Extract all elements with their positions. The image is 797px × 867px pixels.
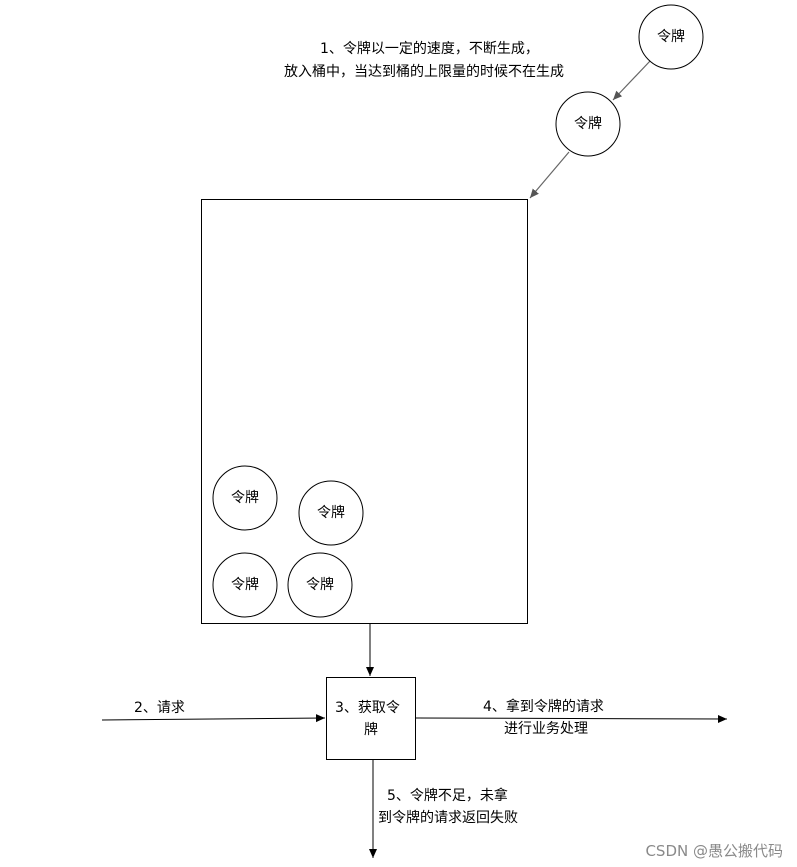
- token-source: 令牌: [638, 4, 704, 70]
- token-bucket: [201, 199, 528, 624]
- token-falling-label: 令牌: [574, 115, 602, 132]
- arrow-success-out: [415, 714, 728, 723]
- annotation-request: 2、请求: [134, 700, 185, 716]
- bucket-token-1: 令牌: [212, 465, 278, 531]
- token-source-circle: [638, 4, 704, 70]
- arrow-request-in: [101, 714, 326, 723]
- annotation-generate-line1: 1、令牌以一定的速度，不断生成，: [320, 41, 539, 57]
- watermark-text: CSDN @愚公搬代码: [645, 842, 783, 860]
- arrow-falling-token-to-bucket: [529, 151, 570, 199]
- annotation-fail-line2: 到令牌的请求返回失败: [378, 810, 518, 826]
- bucket-token-2: 令牌: [298, 480, 364, 546]
- token-falling-circle: [555, 91, 621, 157]
- bucket-token-4: 令牌: [287, 552, 353, 618]
- bucket-token-circle: [287, 552, 353, 618]
- acquire-token-box: [326, 677, 416, 760]
- arrow-source-to-falling-token: [612, 59, 652, 101]
- annotation-success-line1: 4、拿到令牌的请求: [483, 699, 604, 715]
- bucket-token-label: 令牌: [317, 504, 345, 521]
- bucket-token-label: 令牌: [231, 576, 259, 593]
- token-falling: 令牌: [555, 91, 621, 157]
- acquire-token-label-line2: 牌: [364, 722, 378, 738]
- bucket-token-3: 令牌: [212, 552, 278, 618]
- bucket-token-circle: [298, 480, 364, 546]
- acquire-token-label-line1: 3、获取令: [335, 700, 400, 716]
- annotation-success-line2: 进行业务处理: [504, 721, 588, 737]
- bucket-token-label: 令牌: [231, 489, 259, 506]
- bucket-token-circle: [212, 552, 278, 618]
- annotation-generate-line2: 放入桶中，当达到桶的上限量的时候不在生成: [284, 64, 564, 80]
- bucket-token-label: 令牌: [306, 576, 334, 593]
- bucket-token-circle: [212, 465, 278, 531]
- annotation-fail-line1: 5、令牌不足，未拿: [387, 788, 508, 804]
- token-source-label: 令牌: [657, 28, 685, 45]
